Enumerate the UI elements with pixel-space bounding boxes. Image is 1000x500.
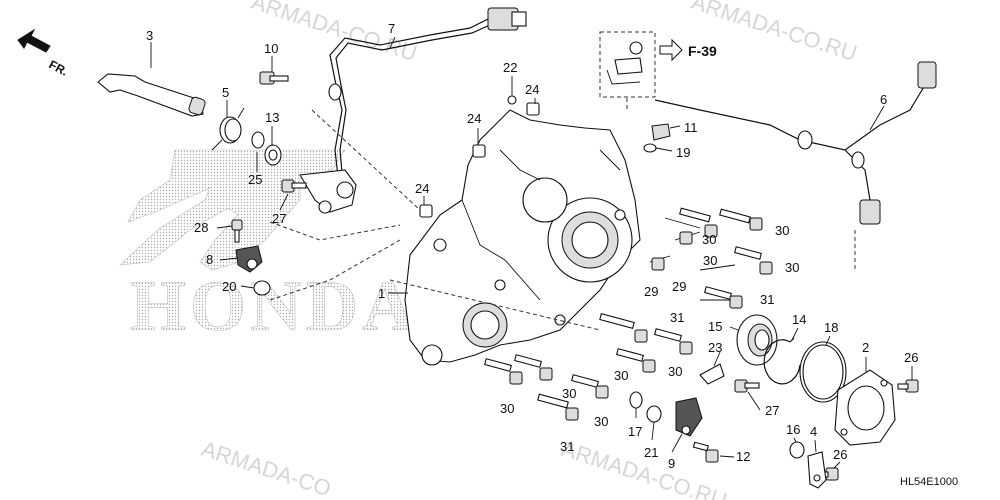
callout-30i: 30 <box>702 232 716 247</box>
dowel-pin <box>419 204 433 218</box>
callout-4: 4 <box>810 424 817 439</box>
callout-27b: 27 <box>765 403 779 418</box>
callout-25: 25 <box>248 172 262 187</box>
callout-18: 18 <box>824 320 838 335</box>
small-bolt <box>281 179 307 193</box>
callout-22: 22 <box>503 60 517 75</box>
sub-harness <box>654 61 937 225</box>
dowel-pin <box>472 144 486 158</box>
callout-5: 5 <box>222 85 229 100</box>
reference-arrow-icon <box>659 38 683 62</box>
harness-clip <box>699 363 725 385</box>
callout-20: 20 <box>222 279 236 294</box>
return-spring <box>211 107 245 151</box>
callout-9: 9 <box>668 456 675 471</box>
reference-label: F-39 <box>688 43 717 59</box>
front-direction-label: FR. <box>47 57 71 78</box>
speed-sensor <box>235 245 263 273</box>
washer <box>629 391 643 409</box>
callout-27a: 27 <box>272 211 286 226</box>
callout-29b: 29 <box>672 279 686 294</box>
callout-7: 7 <box>388 21 395 36</box>
callout-labels: 1 2 3 4 5 6 7 8 9 10 11 12 13 14 15 16 1… <box>146 21 918 471</box>
callout-28: 28 <box>194 220 208 235</box>
callout-31b: 31 <box>760 292 774 307</box>
callout-10: 10 <box>264 41 278 56</box>
callout-31a: 31 <box>670 310 684 325</box>
callout-30g: 30 <box>500 401 514 416</box>
angle-sensor-body <box>299 169 357 214</box>
callout-16: 16 <box>786 422 800 437</box>
honda-wing-logo <box>119 149 346 271</box>
collar <box>789 441 805 459</box>
callout-15: 15 <box>708 319 722 334</box>
leader-lines <box>150 36 913 469</box>
callout-24c: 24 <box>415 181 429 196</box>
callout-8: 8 <box>206 252 213 267</box>
angle-sensor-harness <box>328 7 527 196</box>
callout-30f: 30 <box>562 386 576 401</box>
filler-plug <box>651 123 671 141</box>
bearing-cover-plate <box>834 369 896 446</box>
callout-26a: 26 <box>904 350 918 365</box>
callout-12: 12 <box>736 449 750 464</box>
front-direction-arrow-icon <box>17 28 51 53</box>
dowel-pin <box>526 102 540 116</box>
cover-bolts-lower <box>483 313 693 421</box>
cover-bolts-right <box>649 207 773 309</box>
ball-bearing <box>736 314 778 366</box>
small-bolt <box>734 379 760 393</box>
washer <box>251 131 265 149</box>
callout-21: 21 <box>644 445 658 460</box>
rear-crankcase-cover <box>404 109 641 366</box>
callout-24b: 24 <box>467 111 481 126</box>
cover-bolt <box>897 379 919 393</box>
callout-23: 23 <box>708 340 722 355</box>
sensor-bolt <box>692 441 719 463</box>
callout-30a: 30 <box>775 223 789 238</box>
washer <box>507 95 517 105</box>
callout-24a: 24 <box>525 82 539 97</box>
callout-30h: 30 <box>594 414 608 429</box>
gearshift-spindle <box>97 73 206 117</box>
gear-position-sensor <box>675 397 703 437</box>
o-ring <box>646 405 662 423</box>
callout-30c: 30 <box>785 260 799 275</box>
stay-bracket <box>807 451 827 489</box>
flange-bolt <box>259 71 289 85</box>
callout-30e: 30 <box>668 364 682 379</box>
callout-19: 19 <box>676 145 690 160</box>
o-ring <box>253 280 271 296</box>
callout-13: 13 <box>265 110 279 125</box>
callout-30d: 30 <box>614 368 628 383</box>
watermark-bottom-left: ARMADA-CO <box>198 436 334 500</box>
sensor-bolt <box>231 219 243 243</box>
honda-logo-text: HONDA <box>130 266 418 346</box>
reference-detail-box <box>599 31 656 98</box>
callout-1: 1 <box>378 286 385 301</box>
callout-26b: 26 <box>833 447 847 462</box>
callout-3: 3 <box>146 28 153 43</box>
callout-30b: 30 <box>703 253 717 268</box>
callout-14: 14 <box>792 312 806 327</box>
callout-17: 17 <box>628 424 642 439</box>
o-ring <box>643 143 657 153</box>
callout-29a: 29 <box>644 284 658 299</box>
callout-2: 2 <box>862 340 869 355</box>
diagram-code: HL54E1000 <box>900 476 958 488</box>
callout-11: 11 <box>684 120 698 135</box>
callout-6: 6 <box>880 92 887 107</box>
callout-31c: 31 <box>560 439 574 454</box>
